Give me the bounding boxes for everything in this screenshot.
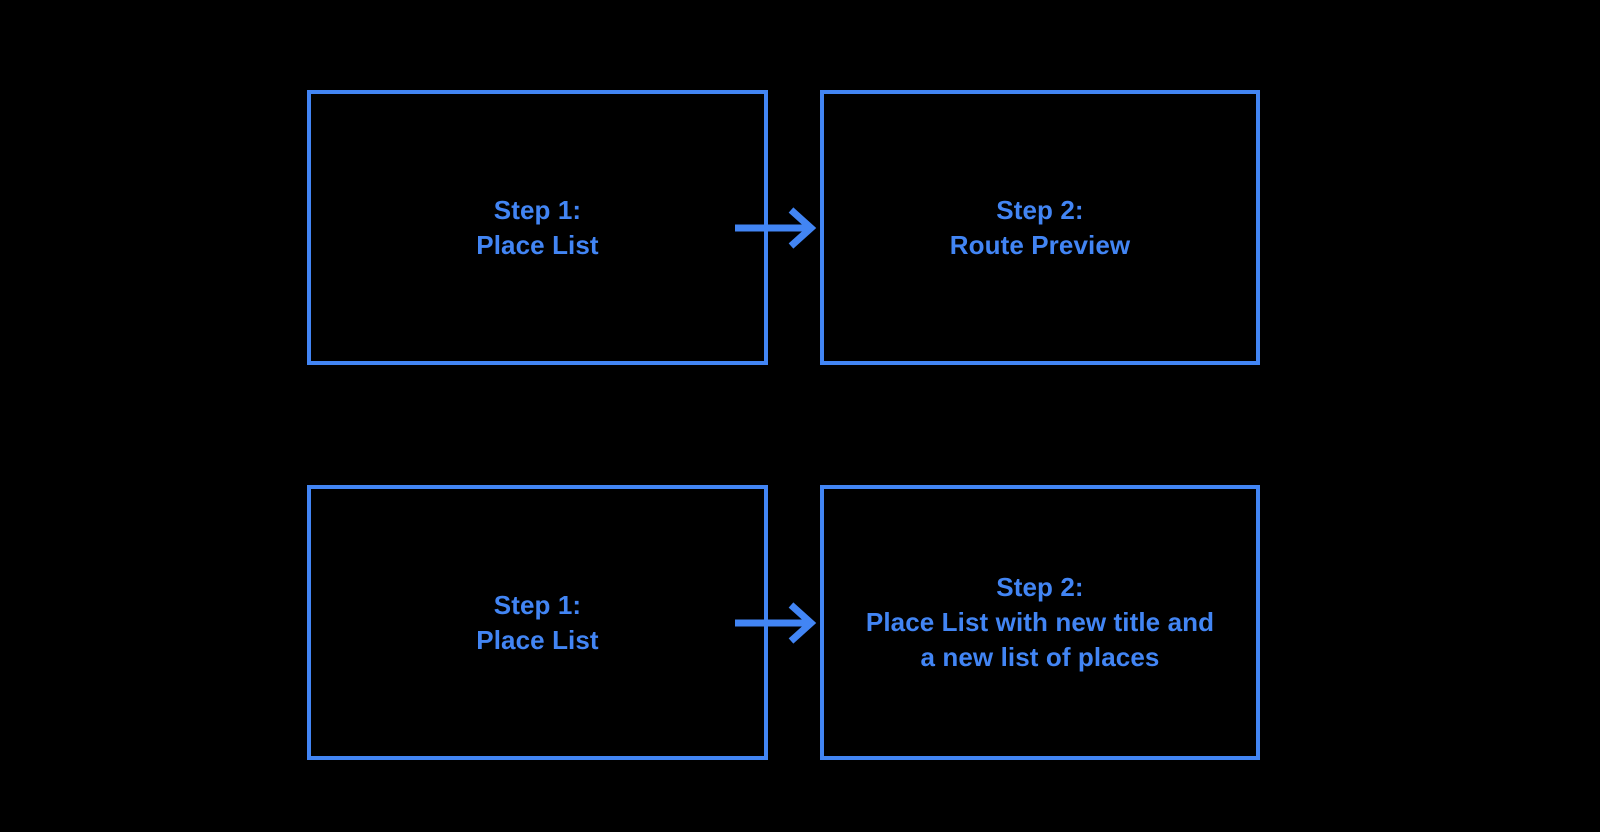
flow-row-route-preview: Step 1: Place List Step 2: Route Preview bbox=[0, 90, 1600, 365]
flow-row-new-place-list: Step 1: Place List Step 2: Place List wi… bbox=[0, 485, 1600, 760]
arrow-right-icon bbox=[735, 207, 817, 249]
flow-arrow-bottom bbox=[735, 593, 817, 653]
step-box-bottom-step-2[interactable]: Step 2: Place List with new title and a … bbox=[820, 485, 1260, 760]
step-box-top-step-1[interactable]: Step 1: Place List bbox=[307, 90, 768, 365]
arrow-head bbox=[788, 602, 817, 644]
step-label-top-step-2: Step 2: Route Preview bbox=[949, 194, 1131, 260]
flow-arrow-top bbox=[735, 198, 817, 258]
step-label-top-step-1: Step 1: Place List bbox=[476, 194, 599, 260]
step-label-bottom-step-2: Step 2: Place List with new title and a … bbox=[865, 572, 1215, 672]
step-box-bottom-step-1[interactable]: Step 1: Place List bbox=[307, 485, 768, 760]
arrow-right-icon bbox=[735, 602, 817, 644]
step-box-top-step-2[interactable]: Step 2: Route Preview bbox=[820, 90, 1260, 365]
step-label-bottom-step-1: Step 1: Place List bbox=[476, 589, 599, 655]
arrow-head bbox=[788, 207, 817, 249]
